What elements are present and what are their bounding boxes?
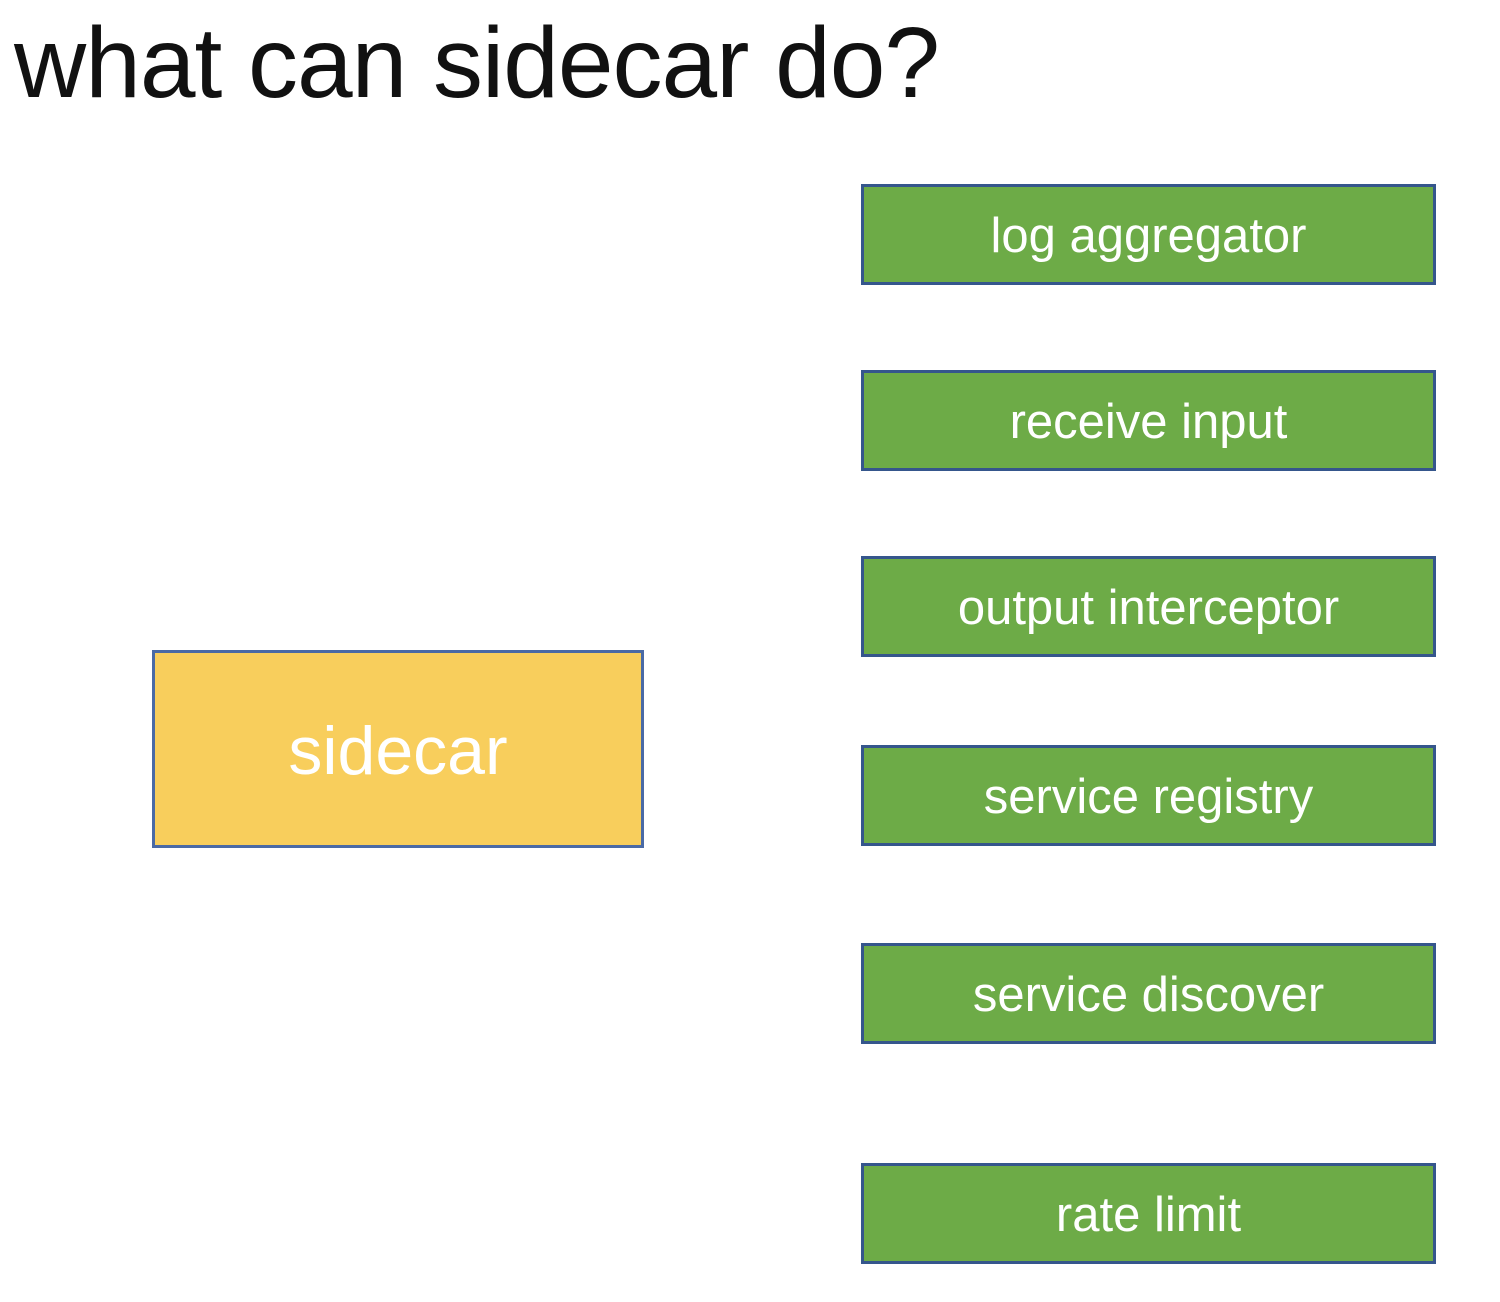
capability-node-label: rate limit <box>1055 1188 1242 1242</box>
capability-node-receive-input: receive input <box>861 370 1436 471</box>
capability-node-service-registry: service registry <box>861 745 1436 846</box>
capability-node-label: output interceptor <box>957 581 1340 635</box>
capability-node-output-interceptor: output interceptor <box>861 556 1436 657</box>
capability-node-label: service registry <box>983 770 1314 824</box>
capability-node-log-aggregator: log aggregator <box>861 184 1436 285</box>
capability-node-label: receive input <box>1009 395 1288 449</box>
capability-node-rate-limit: rate limit <box>861 1163 1436 1264</box>
capability-node-label: service discover <box>972 968 1325 1022</box>
sidecar-node: sidecar <box>152 650 644 848</box>
capability-node-service-discover: service discover <box>861 943 1436 1044</box>
page-title: what can sidecar do? <box>14 7 940 119</box>
capability-node-label: log aggregator <box>990 209 1307 263</box>
sidecar-node-label: sidecar <box>288 713 508 789</box>
